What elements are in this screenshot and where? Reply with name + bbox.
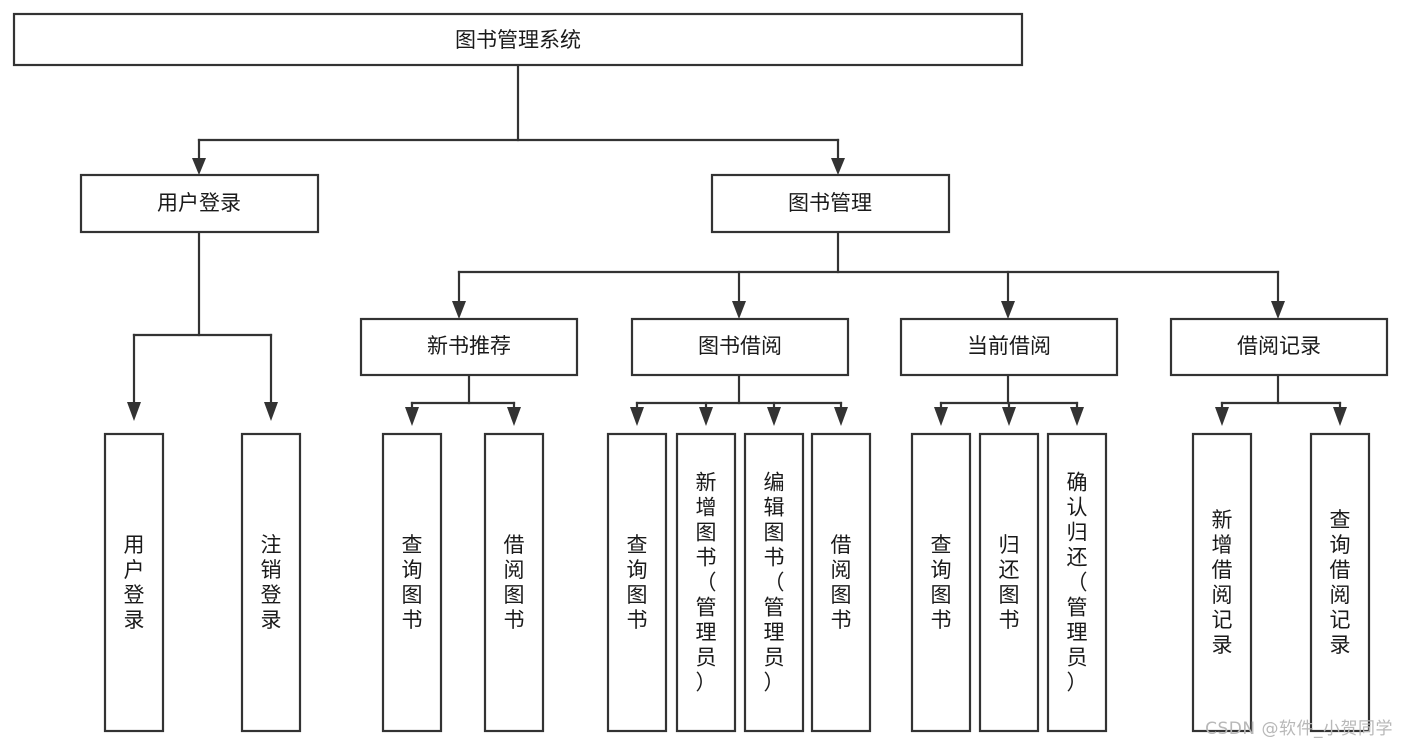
node-leaf-add-book-box[interactable] xyxy=(675,432,737,733)
node-leaf-return-book[interactable]: 归还图书 xyxy=(978,432,1040,733)
arrowhead-leaf-query-book-1 xyxy=(405,407,419,426)
connector-layer xyxy=(127,63,1347,426)
node-current-borrow[interactable]: 当前借阅 xyxy=(899,317,1119,377)
node-leaf-user-login-label: 用户登录 xyxy=(124,533,145,632)
node-new-book-recommend[interactable]: 新书推荐 xyxy=(359,317,579,377)
node-leaf-query-book-1-box[interactable] xyxy=(381,432,443,733)
node-leaf-query-book-1-label: 查询图书 xyxy=(402,533,423,632)
node-user-login[interactable]: 用户登录 xyxy=(79,173,320,234)
node-leaf-logout-login-label: 注销登录 xyxy=(261,533,282,632)
node-leaf-edit-book-box[interactable] xyxy=(743,432,805,733)
node-root-label: 图书管理系统 xyxy=(455,28,581,52)
arrowhead-leaf-user-login xyxy=(127,402,141,421)
arrowhead-book-borrow xyxy=(732,301,746,319)
node-leaf-return-book-label: 归还图书 xyxy=(999,533,1020,632)
node-leaf-query-book-2-box[interactable] xyxy=(606,432,668,733)
node-leaf-confirm-return-box[interactable] xyxy=(1046,432,1108,733)
arrowhead-user-login xyxy=(192,158,206,175)
node-borrow-record-box[interactable] xyxy=(1169,317,1389,377)
node-leaf-add-record-label: 新增借阅记录 xyxy=(1212,508,1233,657)
arrowhead-book-manage xyxy=(831,158,845,175)
arrowhead-leaf-logout-login xyxy=(264,402,278,421)
arrowhead-leaf-borrow-book-2 xyxy=(834,407,848,426)
node-book-borrow-label: 图书借阅 xyxy=(698,334,782,358)
node-current-borrow-label: 当前借阅 xyxy=(967,334,1051,358)
arrowhead-leaf-query-book-2 xyxy=(630,407,644,426)
node-leaf-confirm-return-label: 确认归还（管理员） xyxy=(1067,471,1088,695)
node-book-borrow-box[interactable] xyxy=(630,317,850,377)
arrowhead-borrow-record xyxy=(1271,301,1285,319)
node-leaf-user-login-box[interactable] xyxy=(103,432,165,733)
node-leaf-return-book-box[interactable] xyxy=(978,432,1040,733)
node-leaf-query-record-label: 查询借阅记录 xyxy=(1330,508,1351,657)
node-new-book-recommend-box[interactable] xyxy=(359,317,579,377)
node-current-borrow-box[interactable] xyxy=(899,317,1119,377)
node-leaf-borrow-book-1-label: 借阅图书 xyxy=(504,533,525,632)
node-leaf-add-record[interactable]: 新增借阅记录 xyxy=(1191,432,1253,733)
node-leaf-query-book-1[interactable]: 查询图书 xyxy=(381,432,443,733)
arrowhead-leaf-confirm-return xyxy=(1070,407,1084,426)
node-book-borrow[interactable]: 图书借阅 xyxy=(630,317,850,377)
node-leaf-add-book[interactable]: 新增图书（管理员） xyxy=(675,432,737,733)
node-new-book-recommend-label: 新书推荐 xyxy=(427,334,511,358)
arrowhead-current-borrow xyxy=(1001,301,1015,319)
arrowhead-leaf-query-book-3 xyxy=(934,407,948,426)
node-leaf-query-book-3-label: 查询图书 xyxy=(931,533,952,632)
node-leaf-logout-login[interactable]: 注销登录 xyxy=(240,432,302,733)
node-leaf-query-book-2[interactable]: 查询图书 xyxy=(606,432,668,733)
arrowhead-leaf-query-record xyxy=(1333,407,1347,426)
node-leaf-query-book-2-label: 查询图书 xyxy=(627,533,648,632)
node-user-login-label: 用户登录 xyxy=(157,191,241,215)
node-leaf-query-record-box[interactable] xyxy=(1309,432,1371,733)
node-leaf-borrow-book-2-box[interactable] xyxy=(810,432,872,733)
node-borrow-record-label: 借阅记录 xyxy=(1237,334,1321,358)
node-leaf-edit-book[interactable]: 编辑图书（管理员） xyxy=(743,432,805,733)
arrowhead-new-book-recommend xyxy=(452,301,466,319)
node-leaf-confirm-return[interactable]: 确认归还（管理员） xyxy=(1046,432,1108,733)
node-leaf-add-record-box[interactable] xyxy=(1191,432,1253,733)
node-leaf-query-book-3[interactable]: 查询图书 xyxy=(910,432,972,733)
node-leaf-user-login[interactable]: 用户登录 xyxy=(103,432,165,733)
node-root[interactable]: 图书管理系统 xyxy=(12,12,1024,67)
arrowhead-leaf-add-record xyxy=(1215,407,1229,426)
node-leaf-query-record[interactable]: 查询借阅记录 xyxy=(1309,432,1371,733)
node-leaf-borrow-book-2-label: 借阅图书 xyxy=(831,533,852,632)
node-leaf-borrow-book-1[interactable]: 借阅图书 xyxy=(483,432,545,733)
arrowhead-leaf-edit-book xyxy=(767,407,781,426)
node-leaf-add-book-label: 新增图书（管理员） xyxy=(696,471,717,695)
arrowhead-leaf-return-book xyxy=(1002,407,1016,426)
node-book-manage-label: 图书管理 xyxy=(788,191,872,215)
arrowhead-leaf-add-book xyxy=(699,407,713,426)
node-leaf-edit-book-label: 编辑图书（管理员） xyxy=(764,471,785,695)
arrowhead-leaf-borrow-book-1 xyxy=(507,407,521,426)
node-leaf-query-book-3-box[interactable] xyxy=(910,432,972,733)
node-book-manage-box[interactable] xyxy=(710,173,951,234)
node-leaf-borrow-book-2[interactable]: 借阅图书 xyxy=(810,432,872,733)
node-leaf-logout-login-box[interactable] xyxy=(240,432,302,733)
node-leaf-borrow-book-1-box[interactable] xyxy=(483,432,545,733)
node-borrow-record[interactable]: 借阅记录 xyxy=(1169,317,1389,377)
node-root-box[interactable] xyxy=(12,12,1024,67)
csdn-watermark: CSDN @软件_小贺同学 xyxy=(1205,719,1393,739)
node-book-manage[interactable]: 图书管理 xyxy=(710,173,951,234)
node-user-login-box[interactable] xyxy=(79,173,320,234)
